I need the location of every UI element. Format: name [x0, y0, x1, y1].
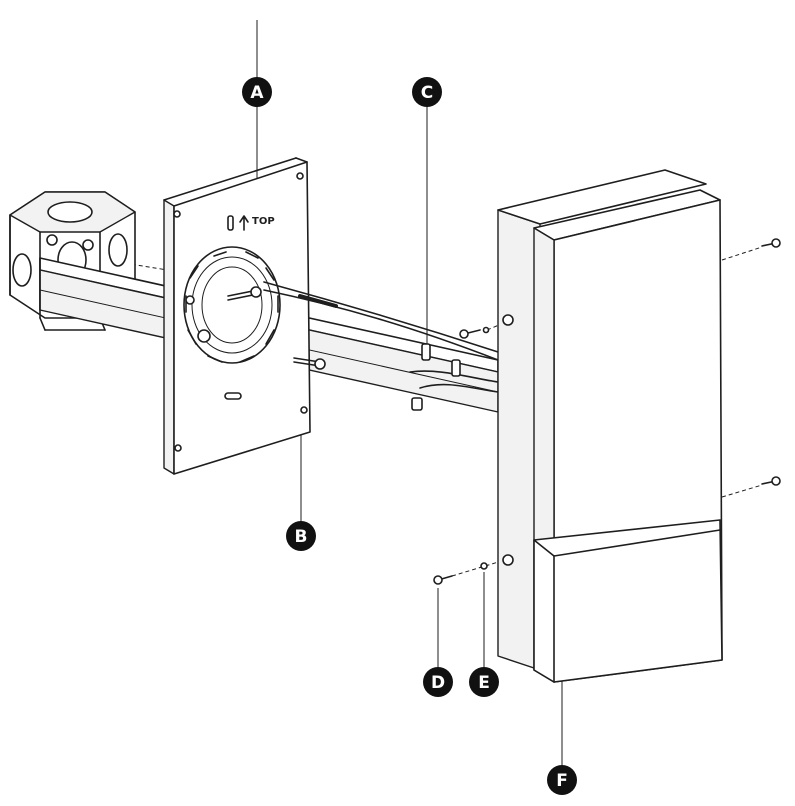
callout-c: C: [412, 77, 442, 107]
plate-top-label: TOP: [252, 216, 275, 227]
callout-d: D: [423, 667, 453, 697]
callout-b-label: B: [295, 527, 308, 547]
screw-head: [771, 476, 781, 486]
mounting-plate: TOP: [163, 157, 326, 475]
callout-f: F: [547, 765, 577, 795]
callout-e-label: E: [478, 673, 490, 693]
wire-connector: [421, 343, 431, 361]
washer: [482, 326, 490, 334]
screw-head: [459, 329, 469, 339]
fixture-housing: [497, 169, 723, 683]
callout-b: B: [286, 521, 316, 551]
callout-d-label: D: [431, 673, 445, 693]
wire-connector: [411, 397, 423, 411]
wire-connector: [451, 359, 461, 377]
screws-and-washers: [433, 238, 781, 585]
wire-leads: [263, 281, 499, 411]
screw-head: [771, 238, 781, 248]
callout-f-label: F: [556, 771, 568, 791]
callout-e: E: [469, 667, 499, 697]
screw-head: [433, 575, 443, 585]
callout-c-label: C: [421, 83, 433, 103]
washer: [480, 562, 488, 570]
callout-a: A: [242, 77, 272, 107]
callout-a-label: A: [250, 83, 264, 103]
